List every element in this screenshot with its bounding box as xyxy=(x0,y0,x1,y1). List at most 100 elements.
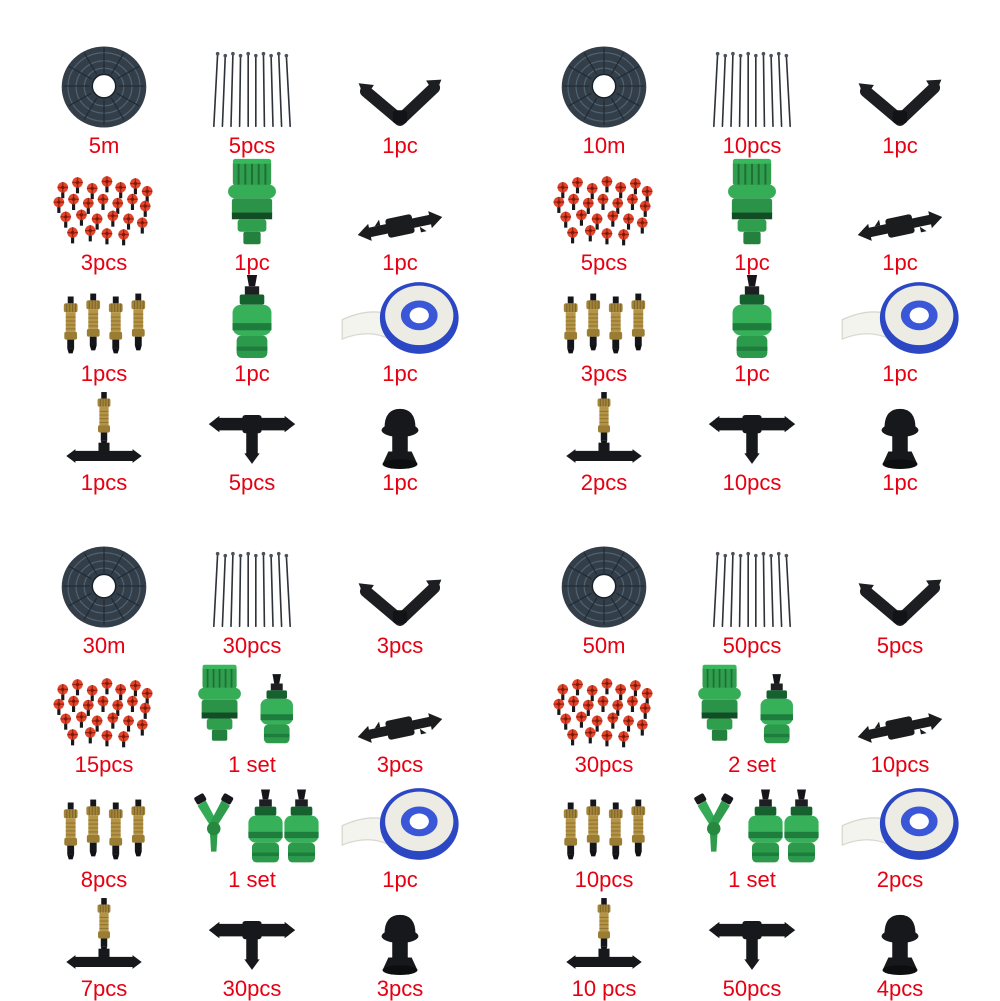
needles-icon xyxy=(708,48,796,132)
kit-item-nozzle-tee: 1pcs xyxy=(30,385,178,494)
elbow-icon xyxy=(855,574,945,632)
kit-item-plug: 3pcs xyxy=(326,891,474,1000)
kit-item-elbow: 1pc xyxy=(826,42,974,157)
kit-item-tape: 1pc xyxy=(326,776,474,891)
quantity-label: 3pcs xyxy=(376,752,424,778)
nozzle-tee-icon xyxy=(58,891,150,975)
nozzle-tee-icon xyxy=(58,385,150,469)
kit-item-tee: 50pcs xyxy=(678,891,826,1000)
drippers-icon xyxy=(551,673,657,751)
kit-item-hose-coil: 10m xyxy=(530,42,678,157)
kit-item-tape: 1pc xyxy=(826,274,974,385)
drippers-icon xyxy=(551,171,657,249)
kit-item-plug: 1pc xyxy=(326,385,474,494)
hose-coil-icon xyxy=(558,542,650,632)
quantity-label: 1 set xyxy=(228,752,276,778)
quantity-label: 1pc xyxy=(882,133,918,158)
drippers-icon xyxy=(51,171,157,249)
quantity-label: 3pcs xyxy=(376,633,424,658)
kit-item-plug: 1pc xyxy=(826,385,974,494)
kit-item-hose-coil: 5m xyxy=(30,42,178,157)
kit-item-elbow: 5pcs xyxy=(826,542,974,657)
needles-icon xyxy=(208,548,296,632)
kit-item-tee: 5pcs xyxy=(178,385,326,494)
kit-item-drippers: 15pcs xyxy=(30,657,178,776)
kit-item-needles: 5pcs xyxy=(178,42,326,157)
kit-item-tee: 30pcs xyxy=(178,891,326,1000)
quantity-label: 1pc xyxy=(382,361,418,387)
barbed-icon xyxy=(352,705,448,751)
kit-item-hose-coil: 50m xyxy=(530,542,678,657)
quantity-label: 10pcs xyxy=(722,470,782,496)
barbed-icon xyxy=(852,705,948,751)
quantity-label: 5m xyxy=(88,133,120,158)
quantity-label: 50m xyxy=(582,633,626,658)
kit-item-barbed: 1pc xyxy=(326,157,474,274)
barbed-icon xyxy=(352,203,448,249)
tape-icon xyxy=(338,276,462,360)
kit-item-hose-coil: 30m xyxy=(30,542,178,657)
kit-item-tap: 1pc xyxy=(178,157,326,274)
quantity-label: 10pcs xyxy=(574,867,634,893)
brass-nozzles-icon xyxy=(55,788,153,866)
quantity-label: 4pcs xyxy=(876,976,924,1001)
kit-item-y-set: 1 set xyxy=(178,776,326,891)
brass-nozzles-icon xyxy=(555,282,653,360)
kit-item-tap: 1pc xyxy=(678,157,826,274)
quantity-label: 1pc xyxy=(382,250,418,276)
quantity-label: 3pcs xyxy=(80,250,128,276)
quantity-label: 50pcs xyxy=(722,633,782,658)
quick-icon xyxy=(729,274,775,360)
hose-coil-icon xyxy=(558,42,650,132)
plug-icon xyxy=(874,911,926,975)
barbed-icon xyxy=(852,203,948,249)
elbow-icon xyxy=(355,74,445,132)
kit-item-drippers: 30pcs xyxy=(530,657,678,776)
plug-icon xyxy=(374,405,426,469)
kit-item-elbow: 1pc xyxy=(326,42,474,157)
kit-item-nozzle-tee: 7pcs xyxy=(30,891,178,1000)
quantity-label: 3pcs xyxy=(580,361,628,387)
quantity-label: 1pc xyxy=(234,250,270,276)
kit-item-needles: 10pcs xyxy=(678,42,826,157)
quantity-label: 2 set xyxy=(728,752,776,778)
quantity-label: 5pcs xyxy=(580,250,628,276)
kit-item-drippers: 5pcs xyxy=(530,157,678,274)
hose-coil-icon xyxy=(58,542,150,632)
kit-item-tape: 1pc xyxy=(326,274,474,385)
quantity-label: 1pcs xyxy=(80,361,128,387)
kit-item-tap-set: 1 set xyxy=(178,657,326,776)
quantity-label: 10pcs xyxy=(722,133,782,158)
kit-item-nozzle-tee: 2pcs xyxy=(530,385,678,494)
kit-item-brass-nozzles: 1pcs xyxy=(30,274,178,385)
quantity-label: 1pc xyxy=(734,250,770,276)
tee-icon xyxy=(204,913,300,975)
quantity-label: 50pcs xyxy=(722,976,782,1001)
quantity-label: 5pcs xyxy=(228,133,276,158)
kit-item-barbed: 1pc xyxy=(826,157,974,274)
kit-item-nozzle-tee: 10 pcs xyxy=(530,891,678,1000)
tap-icon xyxy=(723,157,781,249)
tap-icon xyxy=(223,157,281,249)
quantity-label: 5pcs xyxy=(876,633,924,658)
quantity-label: 10pcs xyxy=(870,752,930,778)
drippers-icon xyxy=(51,673,157,751)
kit-item-tap-set: 2 set xyxy=(678,657,826,776)
tap-set-icon xyxy=(188,657,316,751)
quantity-label: 30pcs xyxy=(222,633,282,658)
quantity-label: 30pcs xyxy=(222,976,282,1001)
quantity-label: 1 set xyxy=(228,867,276,893)
kit-item-y-set: 1 set xyxy=(678,776,826,891)
kit-item-drippers: 3pcs xyxy=(30,157,178,274)
quantity-label: 30m xyxy=(82,633,126,658)
quantity-label: 1pc xyxy=(882,250,918,276)
tee-icon xyxy=(704,913,800,975)
kit-item-quick: 1pc xyxy=(178,274,326,385)
brass-nozzles-icon xyxy=(55,282,153,360)
tap-set-icon xyxy=(688,657,816,751)
